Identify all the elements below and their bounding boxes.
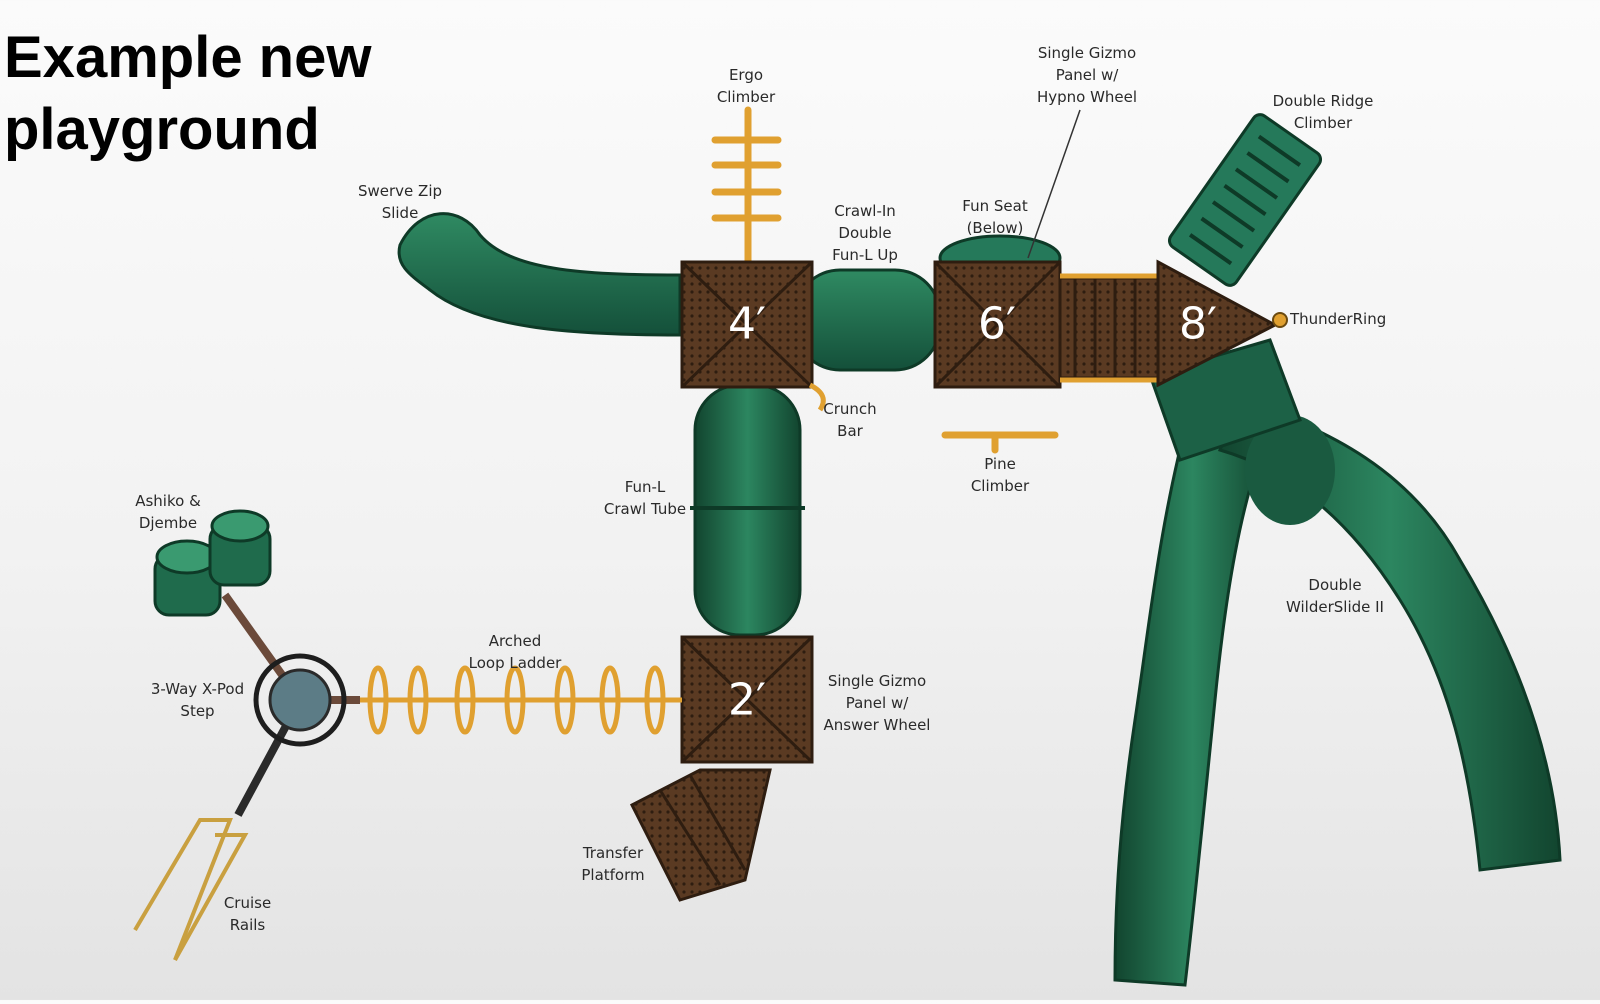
hypno-leader-line xyxy=(1027,109,1081,259)
label-swerve-zip-slide: Swerve Zip Slide xyxy=(357,182,443,222)
label-double-wilderslide: Double WilderSlide II xyxy=(1286,576,1384,616)
label-thunderring: ThunderRing xyxy=(1290,310,1387,328)
label-arched-loop-ladder: Arched Loop Ladder xyxy=(468,632,562,672)
cruise-rails xyxy=(133,818,249,961)
platform-2: 2′ xyxy=(680,635,814,764)
swerve-zip-slide xyxy=(397,212,682,337)
label-fun-seat: Fun Seat (Below) xyxy=(962,197,1028,237)
platform-4-height: 4′ xyxy=(728,299,766,350)
arched-loop-ladder xyxy=(345,665,682,735)
platform-8-height: 8′ xyxy=(1179,299,1217,350)
platform-6: 6′ xyxy=(933,260,1062,389)
pine-climber xyxy=(941,431,1059,454)
platform-2-height: 2′ xyxy=(728,675,766,726)
title-line-1: Example new xyxy=(4,25,372,90)
label-fun-l-crawl-tube: Fun-L Crawl Tube xyxy=(603,478,687,518)
label-double-ridge-climber: Double Ridge Climber xyxy=(1272,92,1374,132)
platform-8: 8′ xyxy=(1156,259,1279,388)
double-ridge-climber xyxy=(1167,113,1323,287)
label-cruise-rails: Cruise Rails xyxy=(223,894,272,934)
label-ashiko-djembe: Ashiko & Djembe xyxy=(135,492,201,532)
ergo-climber xyxy=(711,106,782,266)
ashiko-djembe-drums xyxy=(153,509,272,617)
label-pine-climber: Pine Climber xyxy=(970,455,1030,495)
transfer-platform xyxy=(629,768,772,902)
crunch-bar xyxy=(808,382,826,412)
title-line-2: playground xyxy=(4,97,320,162)
page-title: Example new playground xyxy=(4,22,371,166)
label-crunch-bar: Crunch Bar xyxy=(823,400,877,440)
platform-6-height: 6′ xyxy=(978,299,1016,350)
label-ergo-climber: Ergo Climber xyxy=(716,66,776,106)
label-single-gizmo-hypno: Single Gizmo Panel w/ Hypno Wheel xyxy=(1036,44,1138,106)
three-way-xpod-step xyxy=(221,592,360,817)
double-wilderslide xyxy=(1113,338,1562,987)
label-three-way-xpod: 3-Way X-Pod Step xyxy=(150,680,245,720)
label-crawl-in-double: Crawl-In Double Fun-L Up xyxy=(832,202,898,264)
thunderring xyxy=(1272,312,1288,328)
platform-4: 4′ xyxy=(680,260,814,389)
bridge-6-8 xyxy=(1058,273,1162,383)
label-single-gizmo-answer: Single Gizmo Panel w/ Answer Wheel xyxy=(823,672,931,734)
fun-l-crawl-tube xyxy=(690,383,805,637)
crawl-in-tube xyxy=(793,268,942,372)
label-transfer-platform: Transfer Platform xyxy=(581,844,645,884)
